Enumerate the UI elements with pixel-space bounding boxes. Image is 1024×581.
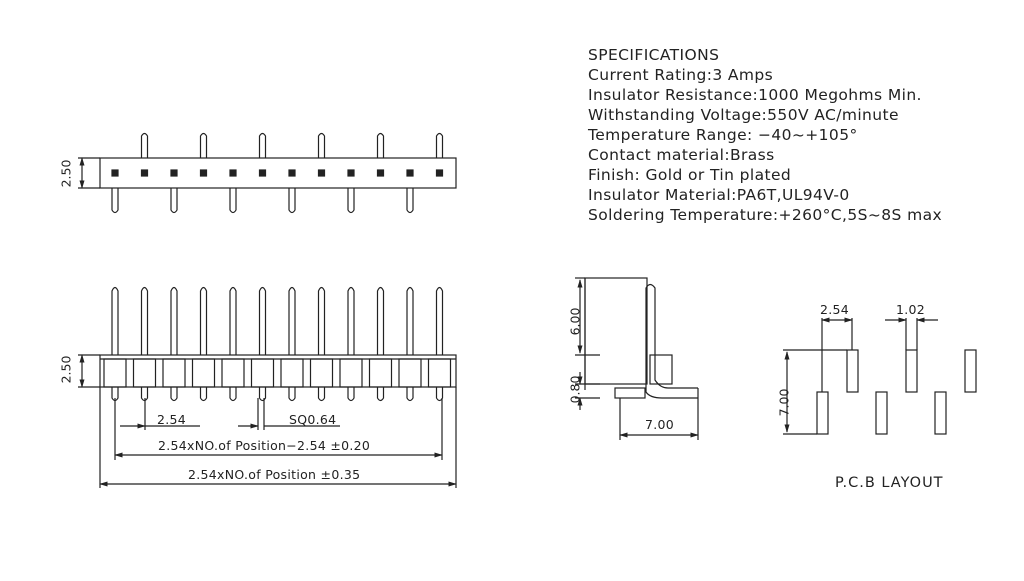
side-leg-top	[654, 360, 698, 389]
top-pin-square	[258, 169, 267, 177]
pitch-dim-label: 2.54	[157, 412, 187, 427]
side-pin-vertical	[645, 283, 656, 384]
front-pin-cell	[309, 358, 334, 388]
top-pin-square	[170, 169, 178, 177]
top-pin-upper	[376, 132, 385, 158]
front-pin-lower	[317, 387, 326, 402]
side-housing-outline	[584, 277, 648, 385]
spec-insulator-material: Insulator Material:PA6T,UL94V-0	[588, 186, 850, 204]
side-base	[614, 387, 646, 399]
overall-length-dim-label: 2.54xNO.of Position ±0.35	[188, 467, 361, 482]
pin-square-dim-label: SQ0.64	[289, 412, 337, 427]
pcb-pad	[964, 349, 977, 393]
front-pin-upper	[288, 286, 296, 355]
top-pin-upper	[435, 132, 444, 158]
pcb-pitch-dim-label: 2.54	[820, 302, 850, 317]
pcb-pad	[934, 391, 947, 435]
top-pin-lower	[406, 188, 414, 214]
front-pin-cell	[162, 358, 186, 388]
front-pin-upper	[317, 286, 326, 355]
front-pin-lower	[229, 387, 237, 402]
front-pin-cell	[427, 358, 452, 388]
front-pin-lower	[199, 387, 208, 402]
spec-temperature-range: Temperature Range: −40~+105°	[588, 126, 858, 144]
side-view	[575, 277, 699, 440]
side-upper-dim-label: 6.00	[567, 307, 583, 336]
front-pin-lower	[376, 387, 385, 402]
side-housing-block	[649, 354, 673, 385]
front-pin-cell	[132, 358, 157, 388]
pin-span-dim-label: 2.54xNO.of Position−2.54 ±0.20	[158, 438, 371, 453]
spec-contact-material: Contact material:Brass	[588, 146, 775, 164]
top-pin-upper	[199, 132, 208, 158]
front-pin-lower	[258, 387, 267, 402]
top-pin-square	[199, 169, 208, 177]
pcb-pad	[875, 391, 888, 435]
front-pin-upper	[170, 286, 178, 355]
front-view-height-dim: 2.50	[58, 355, 74, 384]
front-pin-lower	[347, 387, 355, 402]
pcb-layout-view	[783, 317, 977, 435]
front-pin-upper	[406, 286, 414, 355]
pcb-pad	[816, 391, 829, 435]
front-pin-upper	[229, 286, 237, 355]
front-pin-cell	[339, 358, 363, 388]
pcb-pad	[846, 349, 859, 393]
top-pin-lower	[288, 188, 296, 214]
front-pin-cell	[398, 358, 422, 388]
top-pin-upper	[140, 132, 149, 158]
top-pin-square	[317, 169, 326, 177]
pcb-pad-width-dim-label: 1.02	[896, 302, 926, 317]
top-pin-square	[406, 169, 414, 177]
spec-withstanding-voltage: Withstanding Voltage:550V AC/minute	[588, 106, 899, 124]
front-pin-cell	[191, 358, 216, 388]
pcb-layout-title: P.C.B LAYOUT	[835, 475, 944, 491]
side-length-dim-label: 7.00	[645, 417, 675, 432]
top-pin-square	[288, 169, 296, 177]
top-pin-lower	[111, 188, 119, 214]
pcb-height-dim-label: 7.00	[776, 388, 792, 417]
top-housing-body	[99, 157, 457, 189]
top-pin-upper	[258, 132, 267, 158]
top-pin-upper	[317, 132, 326, 158]
top-pin-square	[229, 169, 237, 177]
pcb-pad	[905, 349, 918, 393]
specs-heading: SPECIFICATIONS	[588, 46, 720, 64]
front-pin-upper	[258, 286, 267, 355]
front-pin-cell	[221, 358, 245, 388]
top-pin-lower	[347, 188, 355, 214]
front-view	[78, 286, 457, 488]
front-pin-lower	[170, 387, 178, 402]
spec-insulator-resistance: Insulator Resistance:1000 Megohms Min.	[588, 86, 922, 104]
top-pin-square	[347, 169, 355, 177]
front-pin-lower	[288, 387, 296, 402]
front-housing-body	[99, 354, 457, 388]
side-lower-dim-label: 0.80	[567, 375, 583, 404]
front-pin-cell	[250, 358, 275, 388]
front-pin-upper	[435, 286, 444, 355]
side-leg-bottom	[645, 384, 698, 399]
spec-soldering-temperature: Soldering Temperature:+260°C,5S~8S max	[588, 206, 943, 224]
top-view	[78, 132, 457, 214]
front-pin-cell	[280, 358, 304, 388]
top-view-height-dim: 2.50	[58, 159, 74, 188]
top-pin-square	[111, 169, 119, 177]
spec-current-rating: Current Rating:3 Amps	[588, 66, 774, 84]
front-pin-cell	[368, 358, 393, 388]
front-pin-upper	[199, 286, 208, 355]
top-pin-lower	[229, 188, 237, 214]
top-pin-square	[140, 169, 149, 177]
front-pin-upper	[347, 286, 355, 355]
top-pin-lower	[170, 188, 178, 214]
spec-finish: Finish: Gold or Tin plated	[588, 166, 792, 184]
front-pin-upper	[376, 286, 385, 355]
front-pin-upper	[140, 286, 149, 355]
front-pin-cell	[103, 358, 127, 388]
front-pin-upper	[111, 286, 119, 355]
top-pin-square	[376, 169, 385, 177]
front-pin-lower	[406, 387, 414, 402]
top-pin-square	[435, 169, 444, 177]
